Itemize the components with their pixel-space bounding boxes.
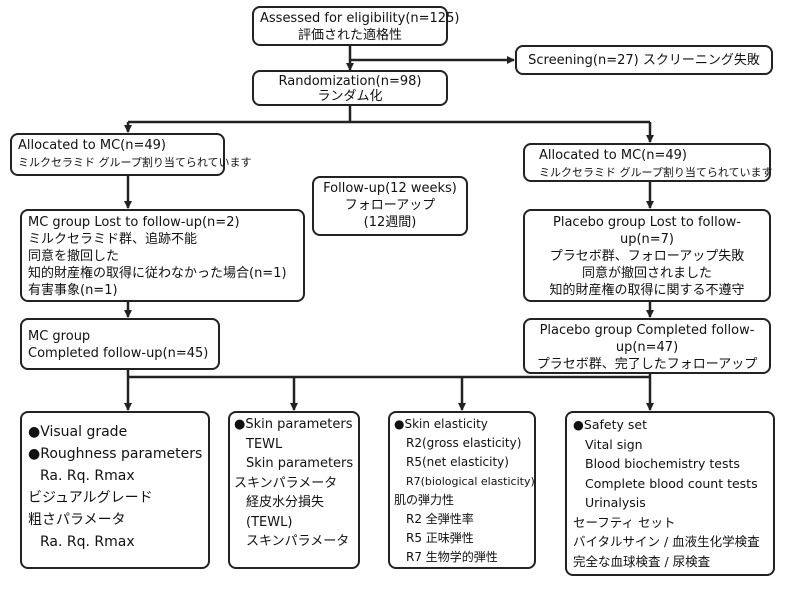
placebo-lost-subtitle: プラセボ群、フォローアップ失敗 — [549, 249, 745, 264]
roughness-params-values: Ra. Rq. Rmax — [40, 468, 135, 484]
placebo-completed-count: up(n=47) — [615, 340, 679, 355]
skin-params-label: ●Skin parameters — [234, 417, 353, 432]
skin-elasticity-jp: 肌の弾力性 — [394, 493, 455, 507]
placebo-completed-title: Placebo group Completed follow- — [539, 323, 755, 338]
mc-lost-box: MC group Lost to follow-up(n=2) ミルクセラミド群… — [20, 209, 305, 302]
mc-completed-box: MC group Completed follow-up(n=45) — [20, 318, 220, 370]
mc-lost-title: MC group Lost to follow-up(n=2) — [28, 215, 240, 230]
assessed-title: Assessed for eligibility(n=125) — [260, 11, 460, 26]
mc-lost-reason-consent: 同意を撤回した — [28, 249, 120, 264]
mc-lost-subtitle: ミルクセラミド群、追跡不能 — [28, 232, 198, 247]
elasticity-r5-jp: R5 正味弾性 — [406, 531, 474, 545]
alloc-placebo-subtitle: ミルクセラミド グループ割り当てられています — [539, 166, 773, 179]
elasticity-r2-jp: R2 全弾性率 — [406, 512, 474, 526]
safety-set-box: ●Safety set Vital sign Blood biochemistr… — [565, 411, 775, 576]
tewl-jp: 経皮水分損失 — [246, 495, 325, 510]
mc-lost-reason-ip: 知的財産権の取得に従わなかった場合(n=1) — [28, 266, 287, 281]
followup-box: Follow-up(12 weeks) フォローアップ (12週間) — [312, 176, 468, 236]
placebo-completed-subtitle: プラセボ群、完了したフォローアップ — [536, 357, 758, 372]
skin-params-box: ●Skin parameters TEWL Skin parameters スキ… — [228, 411, 360, 569]
elasticity-r7: R7(biological elasticity) — [406, 475, 535, 488]
assessed-box: Assessed for eligibility(n=125) 評価された適格性 — [252, 6, 460, 46]
blood-count: Complete blood count tests — [585, 475, 758, 491]
visual-grade-box: ●Visual grade ●Roughness parameters Ra. … — [20, 411, 210, 569]
vital-sign: Vital sign — [585, 436, 643, 452]
randomization-subtitle: ランダム化 — [317, 89, 383, 104]
skin-params-en: Skin parameters — [246, 456, 354, 471]
followup-duration: (12週間) — [363, 215, 417, 230]
skin-params-tewl: TEWL — [246, 436, 283, 452]
safety-set-jp: セーフティ セット — [573, 514, 676, 530]
alloc-mc-box: Allocated to MC(n=49) ミルクセラミド グループ割り当てられ… — [10, 133, 252, 176]
followup-subtitle: フォローアップ — [344, 198, 436, 213]
randomization-box: Randomization(n=98) ランダム化 — [252, 70, 448, 106]
placebo-lost-reason-ip: 知的財産権の取得に関する不遵守 — [549, 283, 745, 298]
elasticity-r5: R5(net elasticity) — [406, 455, 509, 469]
skin-params-jp-2: スキンパラメータ — [246, 534, 350, 549]
roughness-params-jp: 粗さパラメータ — [28, 512, 126, 528]
blood-biochemistry: Blood biochemistry tests — [585, 456, 740, 471]
mc-completed-title: MC group — [28, 329, 91, 344]
tewl-abbr: (TEWL) — [246, 514, 293, 530]
placebo-lost-title: Placebo group Lost to follow- — [553, 215, 741, 230]
placebo-lost-reason-consent: 同意が撤回されました — [581, 266, 712, 281]
screening-text: Screening(n=27) スクリーニング失敗 — [528, 53, 760, 68]
assessed-subtitle: 評価された適格性 — [297, 28, 402, 43]
mc-completed-count: Completed follow-up(n=45) — [28, 346, 209, 361]
elasticity-r7-jp: R7 生物学的弾性 — [406, 550, 498, 564]
safety-set-label: ●Safety set — [573, 417, 647, 432]
randomization-title: Randomization(n=98) — [278, 74, 422, 89]
vital-biochem-jp: バイタルサイン / 血液生化学検査 — [573, 534, 760, 549]
visual-grade-label: ●Visual grade — [28, 424, 128, 440]
alloc-placebo-title: Allocated to MC(n=49) — [539, 148, 687, 163]
alloc-mc-title: Allocated to MC(n=49) — [18, 138, 166, 153]
mc-lost-reason-adverse: 有害事象(n=1) — [28, 283, 118, 298]
roughness-params-label: ●Roughness parameters — [28, 446, 203, 462]
visual-grade-jp: ビジュアルグレード — [28, 490, 153, 506]
placebo-lost-box: Placebo group Lost to follow- up(n=7) プラ… — [523, 209, 771, 302]
skin-elasticity-label: ●Skin elasticity — [394, 417, 488, 431]
roughness-params-values-jp: Ra. Rq. Rmax — [40, 534, 135, 550]
skin-elasticity-box: ●Skin elasticity R2(gross elasticity) R5… — [388, 411, 536, 569]
placebo-completed-box: Placebo group Completed follow- up(n=47)… — [523, 318, 771, 374]
placebo-lost-title-cont: up(n=7) — [619, 232, 675, 247]
elasticity-r2: R2(gross elasticity) — [406, 436, 522, 450]
alloc-mc-subtitle: ミルクセラミド グループ割り当てられています — [18, 156, 252, 169]
blood-count-urinalysis-jp: 完全な血球検査 / 尿検査 — [573, 553, 711, 569]
skin-params-jp: スキンパラメータ — [234, 475, 338, 491]
alloc-placebo-box: Allocated to MC(n=49) ミルクセラミド グループ割り当てられ… — [523, 143, 773, 182]
screening-box: Screening(n=27) スクリーニング失敗 — [515, 45, 773, 75]
urinalysis: Urinalysis — [585, 495, 646, 510]
followup-title: Follow-up(12 weeks) — [323, 181, 457, 196]
